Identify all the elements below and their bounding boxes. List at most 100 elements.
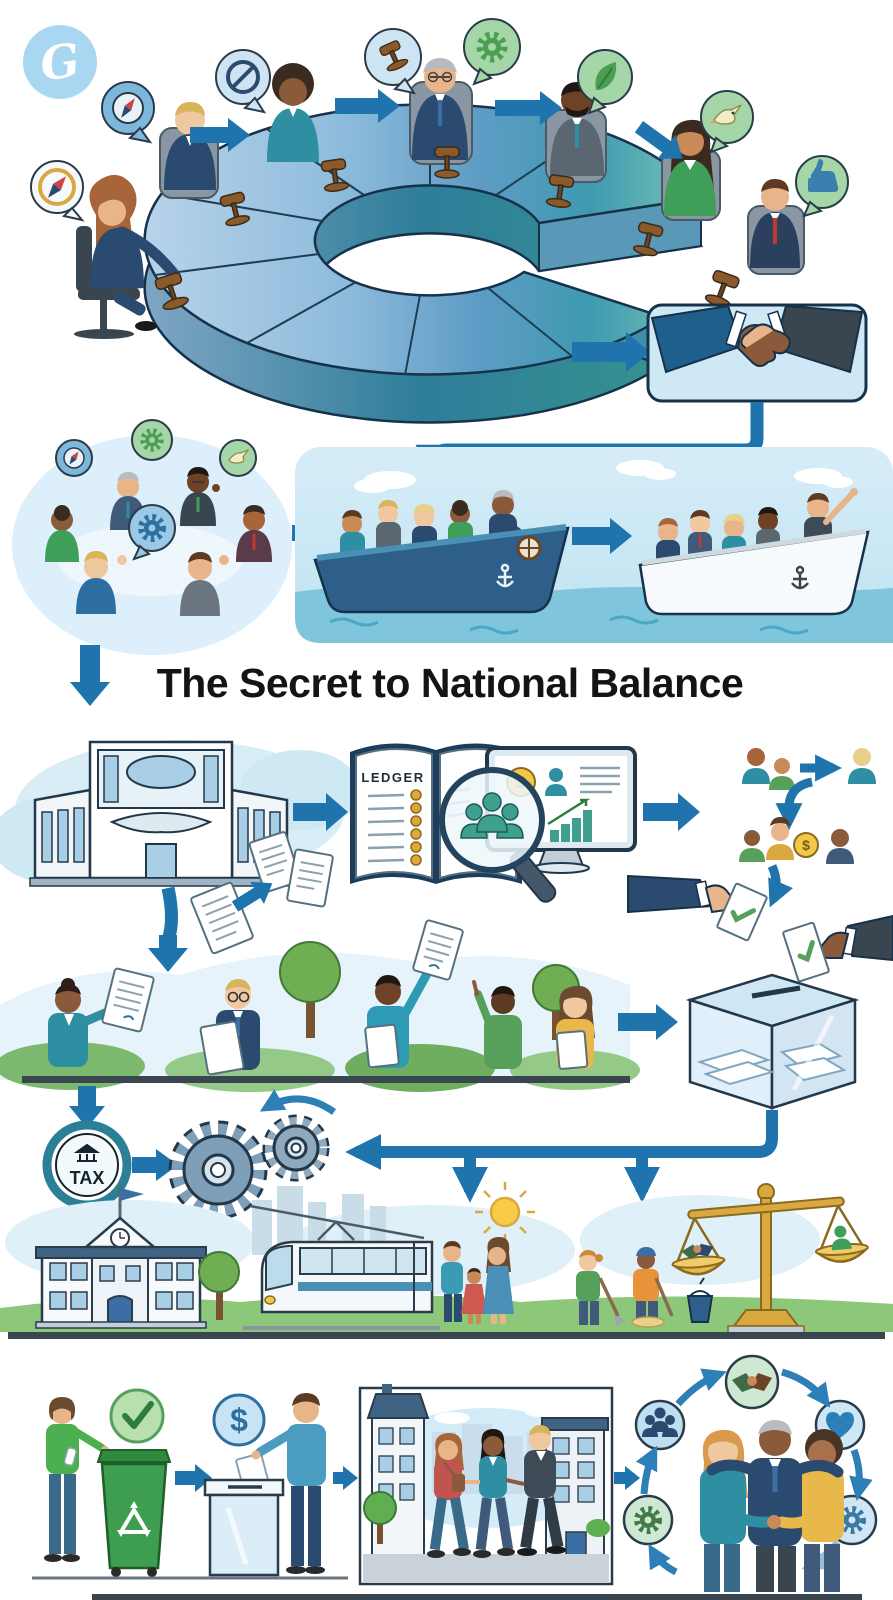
speech-bubble-gavel xyxy=(364,28,422,95)
bar-chart-icon xyxy=(550,810,592,842)
rotation-arrow xyxy=(259,1089,337,1115)
ground-line xyxy=(8,1332,885,1339)
discussion-bubble-gear-green xyxy=(131,419,173,461)
community-walk-scene xyxy=(358,1384,614,1586)
bank-icon xyxy=(73,1143,101,1162)
person-council-blond-man xyxy=(164,102,216,190)
person-council-chairman xyxy=(412,58,468,160)
ballot-slot xyxy=(751,985,801,999)
person-icon xyxy=(739,830,765,862)
bird-icon xyxy=(709,104,742,125)
recycle-symbol-icon xyxy=(117,1501,151,1537)
left-boat xyxy=(313,524,570,614)
pantograph xyxy=(317,1220,355,1241)
dollar-circle-icon: $ xyxy=(212,1393,266,1447)
flow-arrow xyxy=(775,777,814,831)
anchor-icon xyxy=(791,565,809,590)
workers-group xyxy=(576,1247,714,1328)
clouds xyxy=(354,460,853,493)
ballot-box xyxy=(685,973,860,1110)
check-circle-icon xyxy=(109,1388,165,1444)
civic-actions-row: $ xyxy=(32,1354,878,1600)
voting-hand-left xyxy=(627,874,768,942)
gear-circle-left-icon xyxy=(622,1494,674,1546)
person-council-green-woman xyxy=(664,119,716,216)
flow-arrow-citizens-to-ballot xyxy=(618,1004,678,1040)
flow-arrow-monitor-to-citizens xyxy=(643,793,700,831)
sun-icon xyxy=(475,1182,535,1242)
ledger-label: LEDGER xyxy=(361,770,424,785)
discussion-bubble-bird xyxy=(219,439,257,477)
public-services-scene xyxy=(0,1182,893,1339)
dollar-sign: $ xyxy=(230,1402,248,1438)
ground-line xyxy=(22,1076,630,1083)
handshake-circle-icon xyxy=(724,1354,780,1410)
tree xyxy=(198,1251,240,1320)
person-citizen-green-man xyxy=(472,980,522,1069)
speech-bubble-bird xyxy=(700,90,754,154)
speech-bubble-gear xyxy=(463,18,521,86)
person-mini-icon xyxy=(831,1225,852,1251)
tax-badge: TAX xyxy=(42,1120,132,1210)
family-group xyxy=(441,1236,514,1324)
right-boat xyxy=(638,528,870,616)
speech-bubble-thumbs-up xyxy=(795,155,849,218)
thumbs-up-icon xyxy=(808,159,839,192)
bottle xyxy=(63,1447,77,1467)
flying-documents xyxy=(148,831,334,972)
gavels xyxy=(154,146,740,311)
person-walker-suit xyxy=(517,1425,566,1556)
person-council-redtie-man xyxy=(750,179,800,268)
person-icon xyxy=(769,758,795,790)
flow-arrow-2 xyxy=(333,1466,358,1490)
right-building xyxy=(541,1417,609,1561)
ban-icon xyxy=(226,60,260,94)
flow-arrow-building-to-ledger xyxy=(293,793,348,831)
speech-bubble-compass-gold xyxy=(30,160,85,222)
donation-box xyxy=(203,1452,285,1577)
person-citizen-yellow-woman xyxy=(555,985,595,1070)
citizen-flow: $ xyxy=(739,748,876,908)
waves xyxy=(329,615,809,635)
leaf-icon xyxy=(595,62,617,90)
person-citizen-woman-teal xyxy=(48,967,155,1067)
citizens-group-icon xyxy=(460,792,524,839)
ballot-check-icon xyxy=(797,940,815,963)
ballot-box-scene xyxy=(627,874,893,1110)
handshake-mini-icon xyxy=(681,1243,714,1259)
flow-arrow-1 xyxy=(175,1464,212,1492)
logo-badge: G xyxy=(23,25,97,99)
person-icon xyxy=(826,829,854,864)
page-title: The Secret to National Balance xyxy=(157,660,744,706)
recycling-bin xyxy=(96,1449,172,1577)
gavel-icon xyxy=(379,40,409,72)
voting-hand-right xyxy=(782,914,893,983)
speech-bubble-leaf xyxy=(577,49,633,115)
flow-arrow-down-to-tax xyxy=(69,1086,105,1128)
person-walker-teal xyxy=(465,1428,525,1558)
worker-cap xyxy=(636,1247,656,1256)
compass-icon xyxy=(38,168,76,206)
person-donating-man xyxy=(251,1393,326,1574)
flow-arrow-tax-to-gears xyxy=(132,1149,178,1181)
tram xyxy=(243,1204,440,1330)
discussion-bubble-gear-blue xyxy=(128,504,176,561)
anchor-icon xyxy=(496,563,514,588)
school-building xyxy=(35,1186,207,1329)
person-council-afro-woman xyxy=(267,63,319,162)
flow-arrows-council xyxy=(190,89,683,372)
flow-arrow-3 xyxy=(614,1466,640,1490)
government-building xyxy=(0,740,360,887)
handshake-icon xyxy=(650,304,864,374)
trees xyxy=(279,941,580,1040)
flow-pipe-ballot-to-gears xyxy=(345,1110,778,1170)
dollar-coin-icon xyxy=(793,832,819,858)
speech-bubble-ban xyxy=(215,49,271,114)
scales-of-balance xyxy=(671,1183,869,1334)
people-circle-icon xyxy=(634,1399,686,1451)
person-citizen-teal-sweater-man xyxy=(364,919,464,1069)
coin-dollar-sign: $ xyxy=(802,837,810,853)
flow-pipe-building-to-citizens xyxy=(161,886,178,943)
flow-arrow-between-boats xyxy=(572,518,632,554)
